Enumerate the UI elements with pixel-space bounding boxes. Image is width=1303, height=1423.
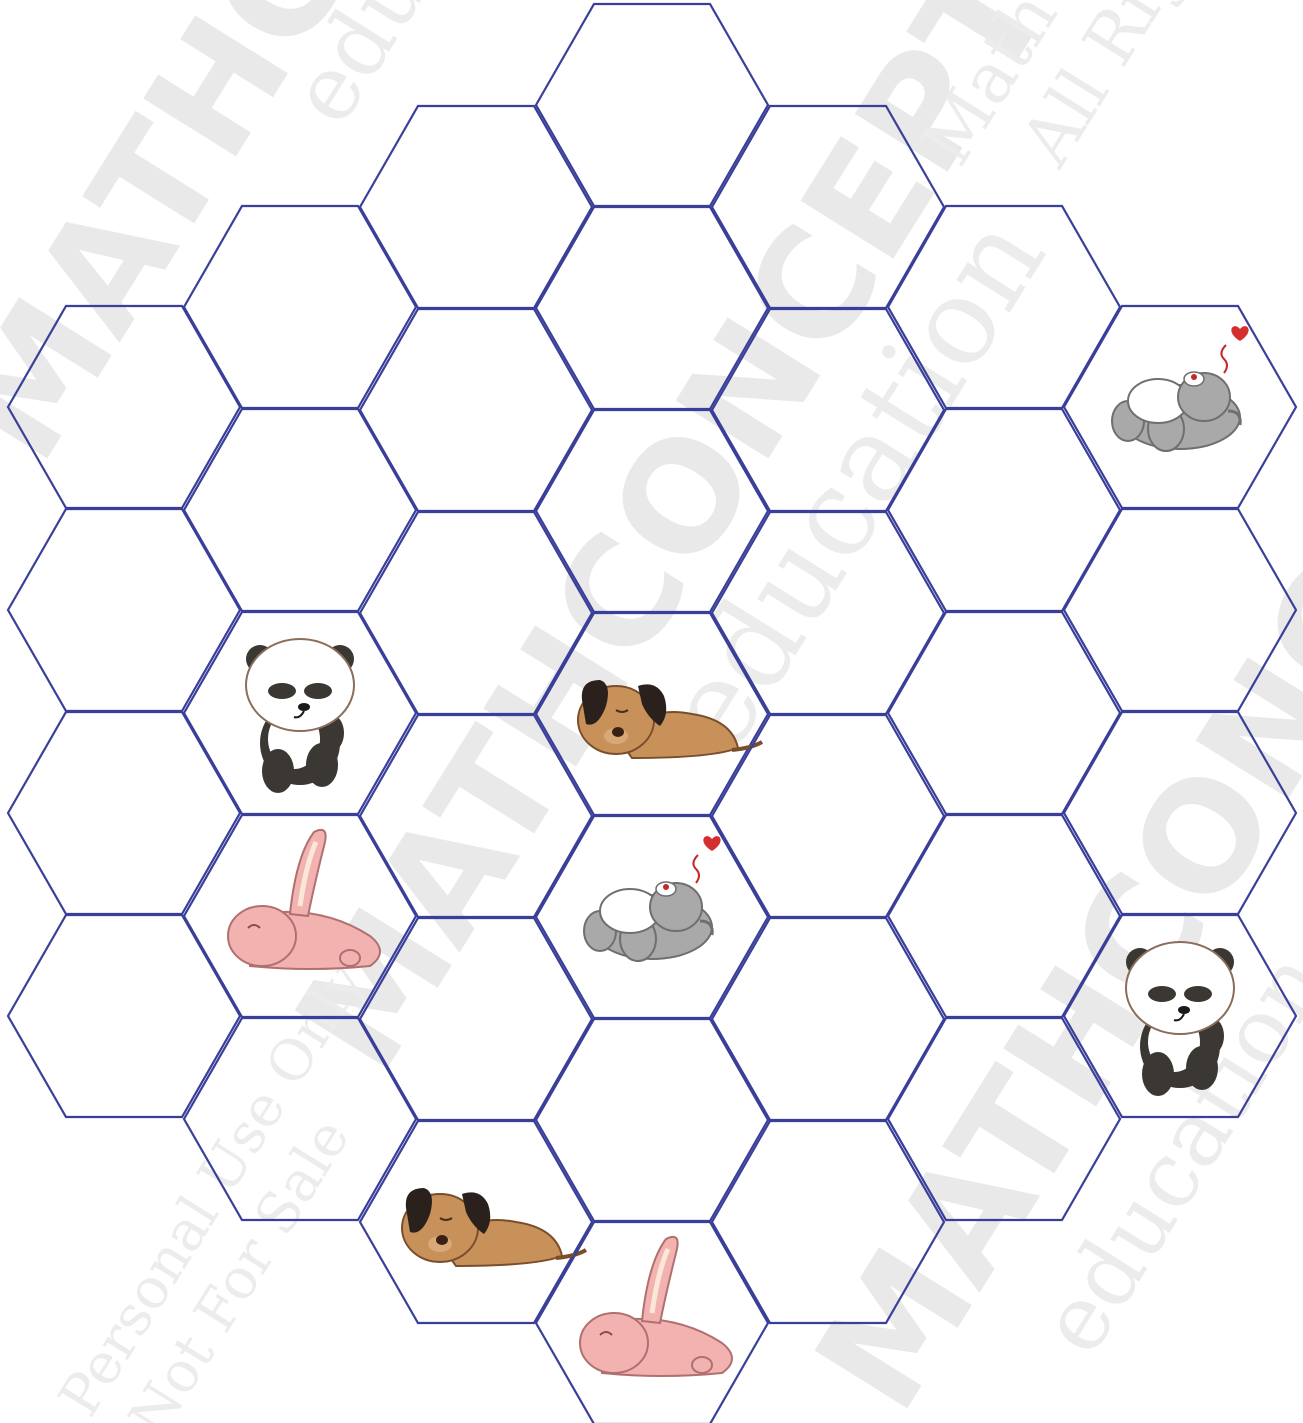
- hex-puzzle-board: MATHCONCEPT education MATHCONCEPT educat…: [0, 0, 1303, 1423]
